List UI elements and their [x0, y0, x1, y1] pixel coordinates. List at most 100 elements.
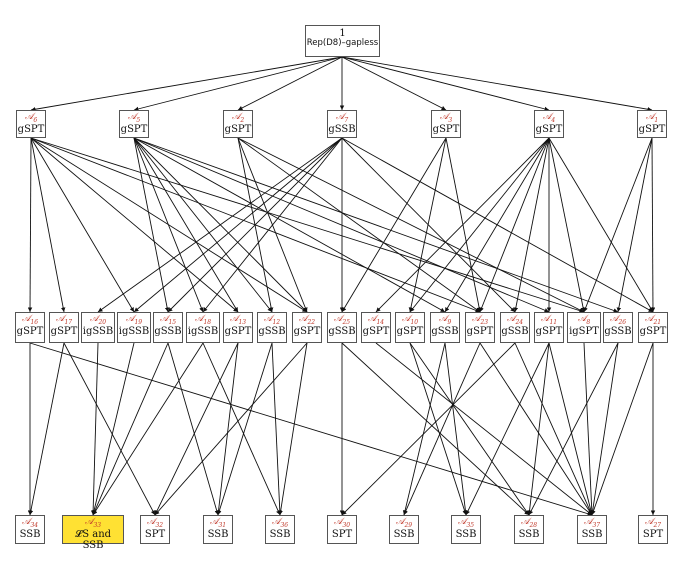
edge-a4-a9	[444, 137, 550, 313]
edge-a1-a8	[583, 137, 653, 313]
edge-a4-a21	[548, 137, 654, 313]
edge-a25-a28	[341, 342, 530, 516]
node-label: SSB	[581, 529, 603, 541]
edge-a1-a21	[650, 137, 656, 313]
node-label: gSPT	[50, 326, 78, 338]
edge-a7-a19	[133, 137, 343, 313]
node-id: 𝒜35	[457, 517, 475, 529]
node-label: gSPT	[466, 326, 494, 338]
edge-a1-a26	[616, 137, 653, 313]
edge-1-a1	[341, 56, 653, 112]
edge-a2-a23	[237, 137, 481, 313]
node-label: gSPT	[120, 124, 148, 136]
node-label: gSPT	[535, 326, 563, 338]
node-id: 𝒜34	[21, 517, 39, 529]
edge-a7-a15	[167, 137, 343, 313]
node-id: 𝒜13	[229, 314, 247, 326]
node-id: 𝒜9	[438, 314, 452, 326]
node-label: gSPT	[16, 326, 44, 338]
edge-a12-a36	[271, 342, 283, 516]
edge-a7-a18	[202, 137, 343, 313]
node-label: SSB	[518, 529, 540, 541]
edge-a5-a9	[133, 137, 446, 313]
edge-a24-a37	[514, 342, 593, 516]
edge-a19-a33	[91, 342, 135, 516]
edge-a9-a29	[402, 342, 446, 516]
edge-a23-a37	[479, 342, 593, 516]
node-id: 𝒜18	[194, 314, 212, 326]
edge-a8-a37	[583, 342, 595, 516]
node-id: 𝒜5	[127, 112, 141, 124]
node-label: SPT	[331, 529, 353, 541]
edge-a2-a8	[237, 137, 585, 313]
edge-a13-a31	[216, 342, 239, 516]
node-label: SPT	[642, 529, 664, 541]
node-label: gSSB	[154, 326, 182, 338]
node-id: 𝒜14	[367, 314, 385, 326]
node-label: igSSB	[187, 326, 219, 338]
edge-1-a3	[341, 56, 447, 111]
edge-a15-a33	[92, 342, 169, 516]
node-label: SSB	[269, 529, 291, 541]
node-label: igSPT	[569, 326, 599, 338]
node-id: 𝒜16	[21, 314, 39, 326]
node-label: gSSB	[328, 124, 356, 136]
edge-a5-a13	[133, 137, 239, 313]
node-id: 𝒜10	[401, 314, 419, 326]
edge-a5-a11	[133, 137, 550, 313]
edge-a5-a18	[133, 137, 204, 313]
node-label: gSPT	[224, 326, 252, 338]
edge-a11-a37	[548, 342, 594, 516]
node-id: 𝒜12	[263, 314, 281, 326]
edge-a9-a35	[444, 342, 468, 516]
node-label: gSSB	[431, 326, 459, 338]
node-id: 𝒜37	[583, 517, 601, 529]
node-id: 𝒜22	[298, 314, 316, 326]
node-label: gSSB	[258, 326, 286, 338]
node-id: 𝒜26	[609, 314, 627, 326]
edge-a4-a24	[513, 137, 550, 313]
node-id: 𝒜4	[542, 112, 556, 124]
node-label: SSB	[393, 529, 415, 541]
node-id: 𝒜29	[395, 517, 413, 529]
edge-a24-a30	[341, 342, 516, 516]
edge-a26-a28	[528, 342, 619, 516]
edge-a6-a22	[30, 137, 308, 313]
edge-a4-a14	[375, 137, 550, 313]
node-id: 𝒜6	[24, 112, 38, 124]
node-label: gSPT	[639, 326, 667, 338]
edge-a4-a8	[548, 137, 586, 313]
node-label: gSSB	[604, 326, 632, 338]
edge-1-a6	[30, 56, 343, 112]
edge-a26-a37	[590, 342, 619, 516]
node-id: 1	[339, 28, 346, 39]
node-label: SPT	[144, 529, 166, 541]
node-label: 𝓛S and SSB	[74, 529, 112, 552]
node-label: gSPT	[535, 124, 563, 136]
node-id: 𝒜33	[84, 517, 102, 529]
node-label: gSPT	[432, 124, 460, 136]
edge-a22-a36	[278, 342, 308, 516]
edge-a12-a31	[217, 342, 273, 516]
